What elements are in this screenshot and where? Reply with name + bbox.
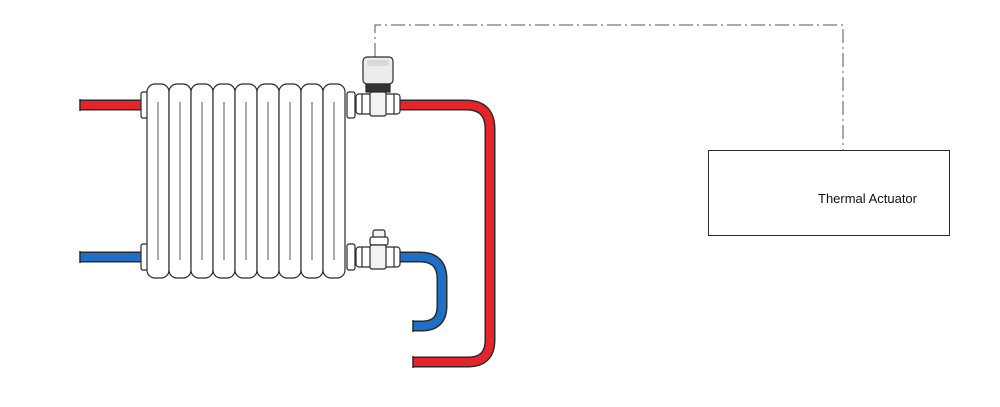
thermal-actuator-on-valve [362, 56, 394, 93]
cold-flow-pipe-right [400, 251, 448, 332]
hot-flow-pipe-right [400, 99, 496, 368]
lockshield-valve-icon [355, 229, 401, 270]
radiator-icon [140, 83, 356, 279]
hot-supply-pipe-left [79, 99, 142, 111]
cold-return-pipe-left [79, 251, 142, 263]
thermal-actuator-label-box: Thermal Actuator [708, 150, 950, 236]
thermal-actuator-label: Thermal Actuator [818, 191, 917, 206]
valve-icon [355, 91, 401, 117]
control-signal-line [374, 24, 844, 150]
